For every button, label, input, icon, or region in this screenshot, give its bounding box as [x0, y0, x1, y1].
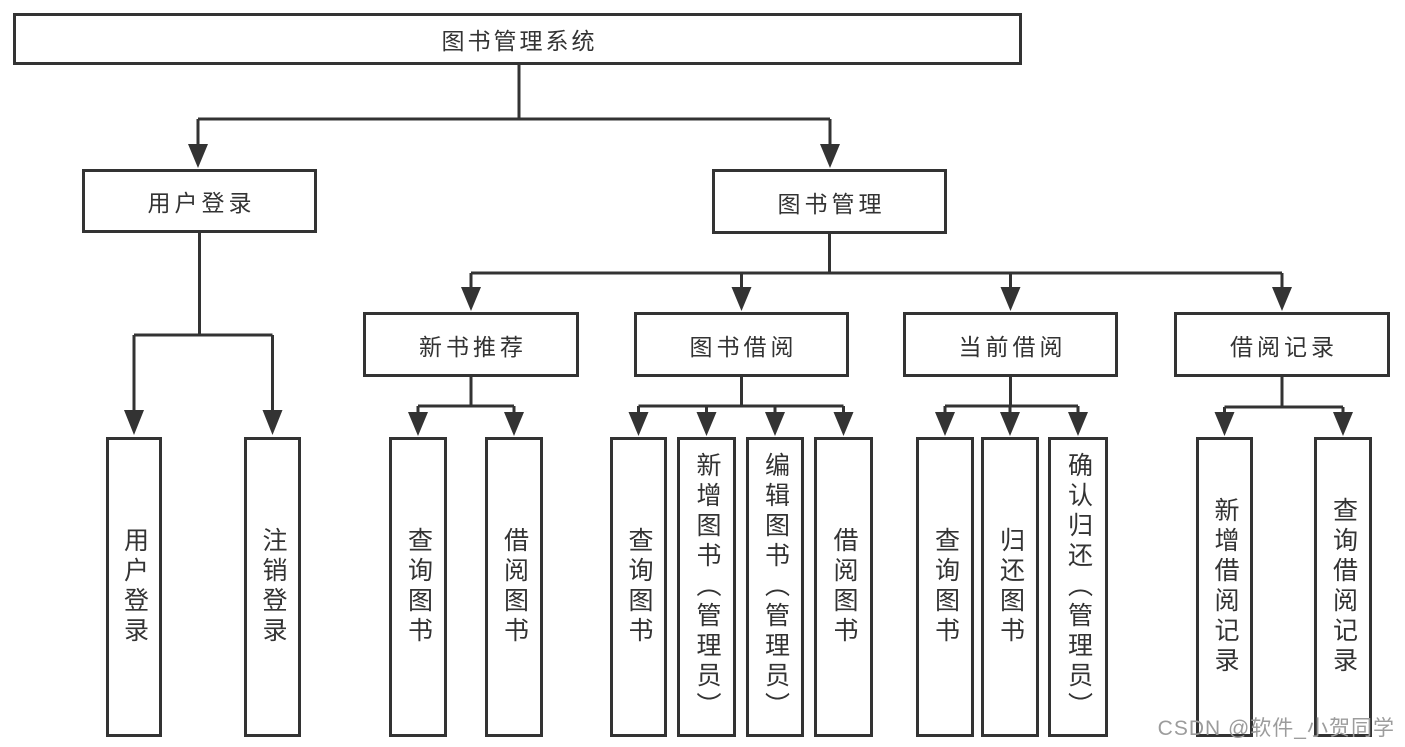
node-leaf-query-borrow-record: 查询借阅记录 — [1314, 437, 1372, 737]
node-leaf-confirm-return-admin: 确认归还（管理员） — [1048, 437, 1108, 737]
node-label: 查询图书 — [625, 527, 653, 647]
node-label: 借阅图书 — [830, 527, 858, 647]
csdn-watermark: CSDN @软件_小贺同学 — [1157, 717, 1395, 740]
node-label: 用户登录 — [147, 190, 256, 216]
node-user-login: 用户登录 — [82, 169, 317, 233]
node-label: 当前借阅 — [958, 333, 1067, 360]
node-label: 图书管理 — [777, 190, 886, 217]
node-label: 查询图书 — [931, 527, 960, 647]
node-leaf-borrow-books-2: 借阅图书 — [814, 437, 873, 737]
node-leaf-query-books-3: 查询图书 — [916, 437, 974, 737]
node-leaf-query-books-1: 查询图书 — [389, 437, 447, 737]
node-label: 编辑图书（管理员） — [761, 452, 790, 722]
node-book-management: 图书管理 — [712, 169, 947, 234]
node-label: 借阅记录 — [1230, 333, 1338, 360]
node-label: 查询借阅记录 — [1329, 497, 1358, 677]
node-leaf-borrow-books-1: 借阅图书 — [485, 437, 543, 737]
node-leaf-return-books: 归还图书 — [981, 437, 1039, 737]
node-label: 归还图书 — [996, 527, 1025, 647]
node-leaf-user-login: 用户登录 — [106, 437, 162, 737]
node-leaf-add-books-admin: 新增图书（管理员） — [677, 437, 736, 737]
node-library-management-system: 图书管理系统 — [13, 13, 1022, 65]
node-new-book-recommend: 新书推荐 — [363, 312, 579, 377]
node-label: 新增图书（管理员） — [693, 452, 721, 722]
node-label: 新增借阅记录 — [1211, 497, 1239, 677]
node-label: 查询图书 — [404, 527, 433, 647]
node-label: 图书借阅 — [689, 333, 798, 360]
node-leaf-add-borrow-record: 新增借阅记录 — [1196, 437, 1253, 737]
node-label: 图书管理系统 — [441, 28, 598, 54]
node-current-borrowing: 当前借阅 — [903, 312, 1118, 377]
node-label: 确认归还（管理员） — [1064, 452, 1093, 722]
node-label: 用户登录 — [120, 527, 149, 647]
node-leaf-edit-books-admin: 编辑图书（管理员） — [746, 437, 804, 737]
node-label: 借阅图书 — [500, 527, 529, 647]
node-borrowing-records: 借阅记录 — [1174, 312, 1390, 377]
node-leaf-logout: 注销登录 — [244, 437, 301, 737]
node-label: 新书推荐 — [419, 333, 527, 360]
node-label: 注销登录 — [259, 527, 287, 647]
node-book-borrowing: 图书借阅 — [634, 312, 849, 377]
node-leaf-query-books-2: 查询图书 — [610, 437, 667, 737]
